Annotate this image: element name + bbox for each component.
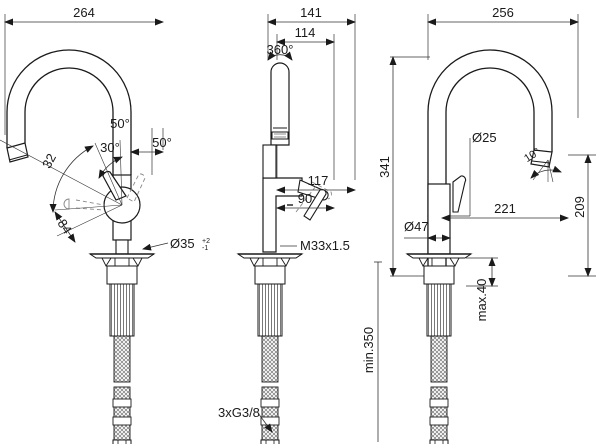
dim-label-min350: min.350 — [361, 327, 376, 373]
dim-label-209: 209 — [572, 196, 587, 218]
spout-collar-knurl — [274, 133, 286, 138]
dim-label-50deg-upper: 50° — [110, 116, 130, 131]
arc-360deg — [267, 51, 293, 61]
outlet-aerator-line-right — [531, 160, 551, 164]
dim-label-117: 117 — [308, 173, 329, 188]
dim-line-84 — [54, 211, 76, 243]
spout-outer-profile — [6, 49, 132, 175]
dim-label-114: 114 — [295, 25, 316, 40]
spout-outlet-tip — [6, 142, 29, 163]
dim-tol-plus-d35: +2 — [202, 238, 210, 245]
body-neck-front — [262, 144, 277, 179]
view-left: 264 50° 30° 32 50° — [0, 5, 210, 444]
dim-label-256: 256 — [492, 5, 514, 20]
spout-outer-profile-right — [427, 49, 553, 276]
dim-label-d25: Ø25 — [472, 130, 497, 145]
dim-label-264: 264 — [73, 5, 95, 20]
outlet-aerator-line — [8, 154, 28, 161]
body-base-collar — [115, 239, 129, 255]
spout-inner-profile — [24, 67, 114, 175]
dim-label-221: 221 — [494, 201, 516, 216]
dim-label-30deg: 30° — [100, 140, 120, 155]
dim-label-141: 141 — [300, 5, 322, 20]
dim-label-d47: Ø47 — [404, 219, 429, 234]
leader-line-3xg38 — [257, 412, 273, 433]
leader-line-d35 — [142, 242, 169, 251]
dim-label-m33: M33x1.5 — [300, 238, 350, 253]
arc-10deg — [530, 165, 562, 179]
dim-tol-minus-d35: -1 — [202, 245, 208, 252]
dim-label-32: 50° — [152, 135, 172, 150]
dim-label-50deg-lower: 32 — [39, 151, 59, 171]
view-right: 256 341 Ø25 10° 209 Ø47 — [361, 5, 596, 444]
lever-handle-right — [452, 175, 467, 213]
mixer-body-front — [262, 177, 303, 253]
dim-label-max40: max.40 — [474, 279, 489, 322]
spout-inner-profile-right — [445, 67, 535, 276]
lever-handle-ghost — [126, 173, 146, 203]
dim-label-90: 90 — [298, 191, 312, 206]
dim-label-360deg: 360° — [267, 42, 294, 57]
dim-label-341: 341 — [377, 156, 392, 178]
spout-tube-front — [270, 62, 290, 146]
arc-50deg-upper — [49, 145, 94, 213]
mixer-body-right — [427, 183, 451, 255]
angle-ray-a — [0, 139, 123, 206]
angle-rays-10deg — [532, 159, 554, 183]
spout-collar — [271, 131, 289, 140]
lever-ghost-front-2 — [295, 185, 317, 213]
dim-label-84: 84 — [54, 216, 75, 236]
dim-label-3xg38: 3xG3/8 — [218, 405, 260, 420]
dim-label-d35: Ø35 — [170, 236, 195, 251]
view-center: 141 114 360° 117 90 M33x1.5 — [218, 5, 356, 444]
